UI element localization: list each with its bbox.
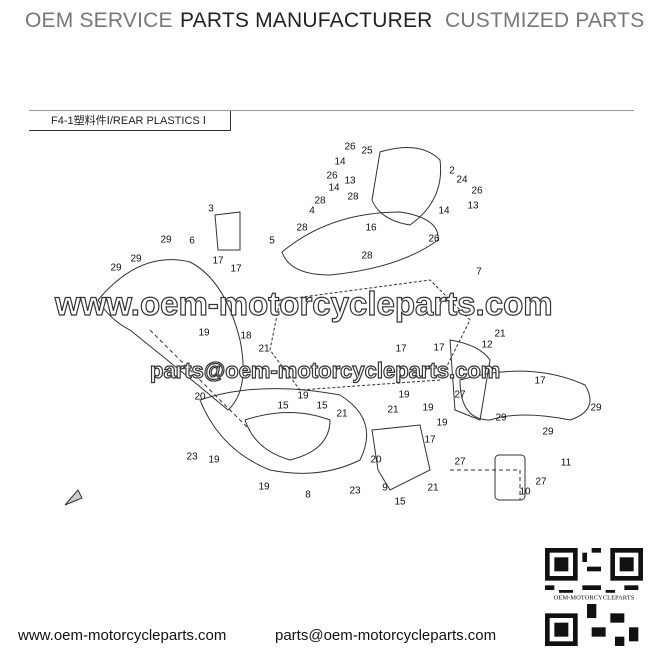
callout-number: 19 [398,389,410,401]
callout-number: 17 [212,255,224,267]
callout-number: 28 [296,222,308,234]
callout-number: 29 [495,412,507,424]
callout-number: 17 [395,343,407,355]
callout-number: 26 [326,170,338,182]
callout-number: 28 [347,191,359,203]
callout-number: 19 [258,481,270,493]
title-rule [29,110,634,111]
bracket-3 [214,211,241,251]
callout-number: 15 [316,400,328,412]
callout-number: 27 [535,476,547,488]
rear-fender-top [281,211,439,276]
callout-number: 21 [387,404,399,416]
callout-number: 17 [433,342,445,354]
callout-number: 17 [424,434,436,446]
callout-number: 14 [438,205,450,217]
tail-cover [371,147,442,226]
left-fender [97,259,244,411]
footer-site: www.oem-motorcycleparts.com [18,627,227,644]
callout-number: 29 [590,402,602,414]
mud-flap [371,424,431,491]
callout-number: 15 [394,496,406,508]
rack-frame [269,279,471,391]
callout-number: 11 [560,457,572,469]
callout-number: 21 [427,482,439,494]
callout-number: 23 [349,485,361,497]
callout-number: 9 [382,482,388,494]
callout-number: 28 [314,195,326,207]
reflector [494,454,526,501]
header-parts-manufacturer: PARTS MANUFACTURER [180,9,433,32]
grille [244,412,331,461]
watermark-site: www.oem-motorcycleparts.com [54,284,553,322]
callout-number: 14 [334,156,346,168]
callout-number: 17 [230,263,242,275]
dashed-leader-2 [450,469,521,500]
callout-number: 19 [436,417,448,429]
callout-number: 27 [454,456,466,468]
callout-number: 4 [309,205,315,217]
callout-number: 13 [467,200,479,212]
callout-number: 24 [456,174,468,186]
callout-number: 29 [160,234,172,246]
qr-label: OEM-MOTORCYCLEPARTS [554,594,635,601]
callout-number: 19 [422,402,434,414]
dashed-leader-1 [149,329,251,431]
callout-number: 12 [481,339,493,351]
callout-number: 14 [328,182,340,194]
header-oem-service: OEM SERVICE [25,9,173,32]
callout-number: 29 [130,253,142,265]
callout-number: 29 [542,426,554,438]
header-customized-parts: CUSTMIZED PARTS [445,9,645,32]
diagram-title: F4-1塑料件Ⅰ/REAR PLASTICS Ⅰ [29,111,231,131]
callout-number: 26 [344,141,356,153]
callout-number: 19 [198,327,210,339]
callout-number: 26 [428,233,440,245]
callout-number: 20 [370,454,382,466]
callout-number: 5 [269,235,275,247]
direction-arrow [64,489,83,506]
callout-number: 25 [361,145,373,157]
callout-number: 19 [297,390,309,402]
callout-number: 2 [449,165,455,177]
callout-number: 16 [365,222,377,234]
callout-number: 21 [494,328,506,340]
callout-number: 15 [277,400,289,412]
callout-number: 7 [476,266,482,278]
callout-number: 3 [208,203,214,215]
callout-number: 21 [258,343,270,355]
callout-number: 29 [110,262,122,274]
qr-code: OEM-MOTORCYCLEPARTS [545,548,643,646]
rear-body [199,388,368,474]
right-fender [459,370,591,421]
callout-number: 28 [361,250,373,262]
callout-number: 21 [336,408,348,420]
callout-number: 19 [208,454,220,466]
callout-number: 10 [519,486,531,498]
side-panel [449,339,491,421]
callout-number: 6 [189,235,195,247]
callout-number: 23 [186,451,198,463]
callout-number: 17 [534,375,546,387]
callout-number: 26 [471,185,483,197]
callout-number: 18 [240,330,252,342]
footer-email: parts@oem-motorcycleparts.com [275,627,497,644]
callout-number: 27 [454,389,466,401]
callout-number: 13 [344,175,356,187]
watermark-email: parts@oem-motorcycleparts.com [149,357,501,383]
callout-number: 8 [305,489,311,501]
callout-number: 20 [194,391,206,403]
